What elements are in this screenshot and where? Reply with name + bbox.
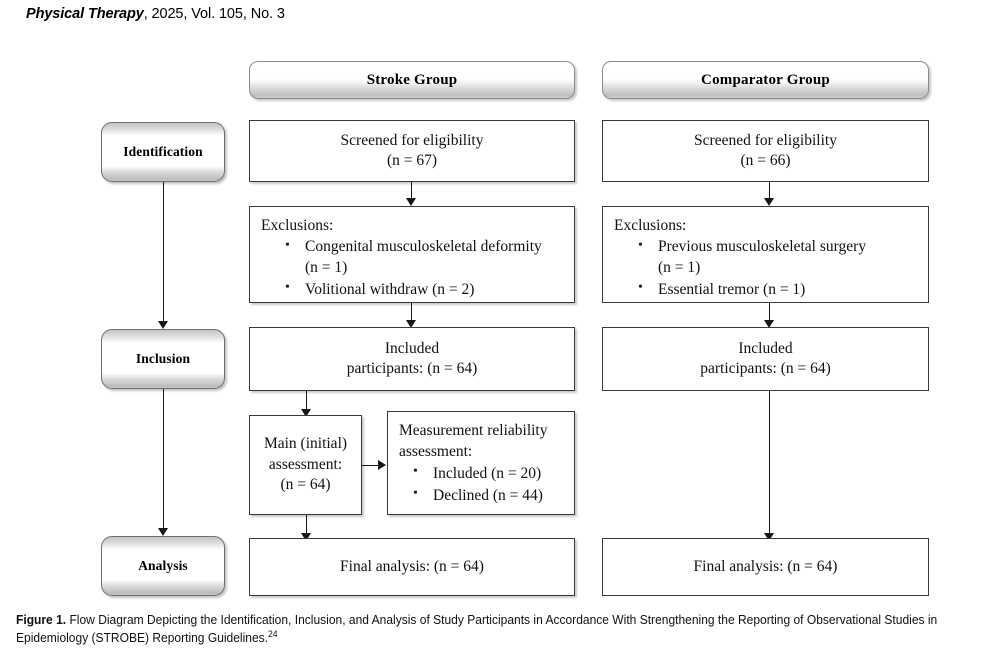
box-comparator-included: Included participants: (n = 64) (602, 327, 929, 391)
figure-caption-reference: 24 (268, 628, 278, 639)
connector-comparator-included-to-final (769, 391, 770, 534)
connector-stroke-included-to-main (306, 391, 307, 410)
stage-label-inclusion: Inclusion (135, 351, 191, 366)
comparator-included-line2: participants: (n = 64) (700, 360, 831, 377)
list-item: Volitional withdraw (n = 2) (285, 279, 563, 301)
group-header-comparator-label: Comparator Group (701, 71, 830, 88)
stroke-reliability-line2: assessment: (399, 443, 473, 461)
stage-box-identification: Identification (101, 122, 225, 182)
stroke-exclusion-item-2: Volitional withdraw (n = 2) (305, 280, 475, 298)
list-item: Included (n = 20) (413, 463, 563, 485)
list-item: Previous musculoskeletal surgery (n = 1) (638, 237, 917, 279)
comparator-included-line1: Included (738, 339, 793, 357)
figure-caption-text: Flow Diagram Depicting the Identificatio… (16, 613, 938, 645)
comparator-screened-line1: Screened for eligibility (694, 131, 837, 149)
connector-comparator-exclusions-to-included (769, 303, 770, 321)
connector-stroke-main-to-final (306, 515, 307, 534)
comparator-screened-line2: (n = 66) (740, 152, 791, 169)
journal-title: Physical Therapy (26, 6, 144, 22)
arrowhead-stroke-exclusions-to-included (405, 320, 416, 328)
stroke-exclusion-item-1: Congenital musculoskeletal deformity (305, 238, 542, 256)
box-stroke-main-assessment: Main (initial) assessment: (n = 64) (249, 415, 362, 515)
group-header-comparator: Comparator Group (602, 61, 929, 99)
connector-main-to-reliability (362, 465, 379, 466)
arrowhead-stroke-screened-to-exclusions (405, 198, 416, 206)
group-header-stroke-label: Stroke Group (366, 71, 458, 88)
box-comparator-exclusions: Exclusions: Previous musculoskeletal sur… (602, 206, 929, 303)
group-header-stroke: Stroke Group (249, 61, 575, 99)
connector-identification-to-inclusion (163, 182, 164, 321)
box-stroke-screened: Screened for eligibility (n = 67) (249, 120, 575, 182)
stage-box-inclusion: Inclusion (101, 329, 225, 389)
arrowhead-comparator-screened-to-exclusions (763, 198, 774, 206)
flow-diagram: Stroke Group Comparator Group Identifica… (0, 0, 1001, 610)
stroke-reliability-line1: Measurement reliability (399, 422, 548, 439)
stroke-main-line1: Main (initial) (263, 435, 348, 453)
figure-caption-label: Figure 1. (16, 613, 67, 627)
comparator-exclusions-lead: Exclusions: (614, 217, 687, 234)
arrowhead-inclusion-to-analysis (157, 528, 168, 536)
list-item: Congenital musculoskeletal deformity (n … (285, 237, 563, 279)
arrowhead-stroke-main-to-final (300, 533, 311, 541)
arrowhead-identification-to-inclusion (157, 321, 168, 329)
comparator-exclusion-item-1-count: (n = 1) (658, 259, 701, 277)
arrowhead-stroke-included-to-main (300, 409, 311, 417)
stroke-reliability-list: Included (n = 20) Declined (n = 44) (399, 463, 563, 507)
box-comparator-final: Final analysis: (n = 64) (602, 538, 929, 596)
arrowhead-comparator-included-to-final (763, 533, 774, 541)
box-stroke-reliability: Measurement reliability assessment: Incl… (387, 411, 575, 515)
box-stroke-final: Final analysis: (n = 64) (249, 538, 575, 596)
stage-label-identification: Identification (123, 144, 203, 159)
arrowhead-comparator-exclusions-to-included (763, 320, 774, 328)
arrowhead-main-to-reliability (378, 459, 386, 470)
stroke-reliability-item-1: Included (n = 20) (433, 464, 542, 482)
journal-issue: , 2025, Vol. 105, No. 3 (143, 6, 285, 22)
stroke-screened-line2: (n = 67) (386, 152, 438, 169)
stroke-final-text: Final analysis: (n = 64) (340, 557, 484, 575)
stroke-main-line3: (n = 64) (280, 476, 331, 494)
journal-header: Physical Therapy, 2025, Vol. 105, No. 3 (26, 6, 285, 22)
stroke-exclusions-lead: Exclusions: (261, 217, 334, 234)
stroke-included-line1: Included (384, 339, 440, 357)
stroke-included-line2: participants: (n = 64) (346, 360, 478, 377)
box-comparator-screened: Screened for eligibility (n = 66) (602, 120, 929, 182)
comparator-exclusion-item-1: Previous musculoskeletal surgery (658, 238, 867, 256)
connector-stroke-exclusions-to-included (411, 303, 412, 321)
comparator-exclusion-item-2: Essential tremor (n = 1) (658, 280, 806, 298)
list-item: Declined (n = 44) (413, 485, 563, 507)
box-stroke-exclusions: Exclusions: Congenital musculoskeletal d… (249, 206, 575, 303)
stroke-screened-line1: Screened for eligibility (340, 131, 484, 149)
stroke-exclusions-list: Congenital musculoskeletal deformity (n … (261, 237, 563, 300)
stage-box-analysis: Analysis (101, 536, 225, 596)
box-stroke-included: Included participants: (n = 64) (249, 327, 575, 391)
comparator-final-text: Final analysis: (n = 64) (693, 557, 838, 575)
list-item: Essential tremor (n = 1) (638, 279, 917, 301)
connector-inclusion-to-analysis (163, 389, 164, 528)
comparator-exclusions-list: Previous musculoskeletal surgery (n = 1)… (614, 237, 917, 300)
stroke-main-line2: assessment: (268, 455, 343, 473)
stroke-reliability-item-2: Declined (n = 44) (433, 486, 543, 504)
figure-caption: Figure 1. Flow Diagram Depicting the Ide… (16, 612, 944, 648)
connector-stroke-screened-to-exclusions (411, 182, 412, 199)
stroke-exclusion-item-1-count: (n = 1) (305, 259, 348, 277)
stage-label-analysis: Analysis (138, 558, 188, 573)
connector-comparator-screened-to-exclusions (769, 182, 770, 199)
